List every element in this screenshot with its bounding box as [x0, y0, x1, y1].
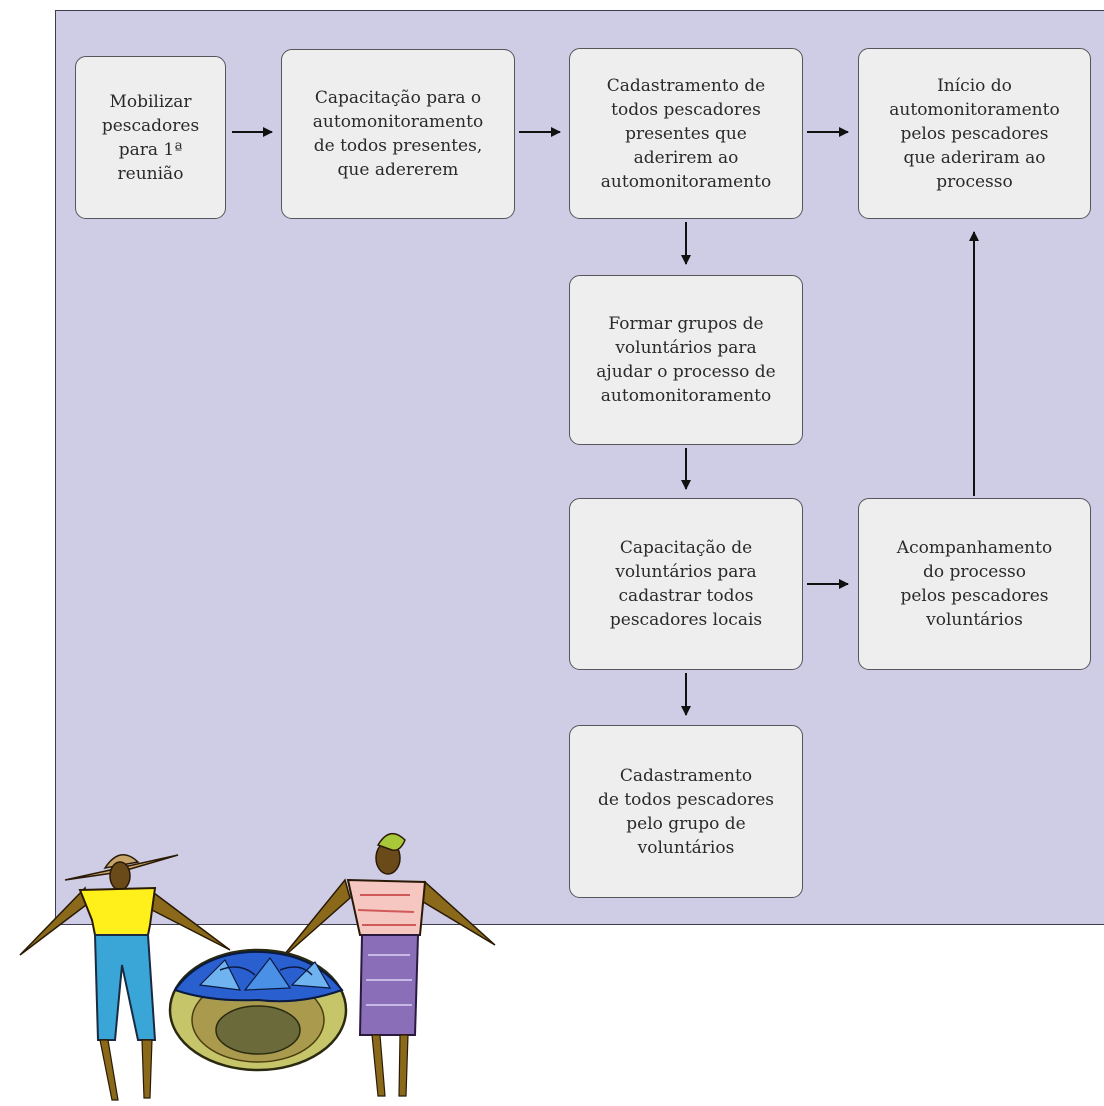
step-cadastramento-presentes: Cadastramento de todos pescadores presen…	[569, 48, 803, 219]
step-capacitacao-automonitoramento: Capacitação para o automonitoramento de …	[281, 49, 515, 219]
step-cadastramento-grupo: Cadastramento de todos pescadores pelo g…	[569, 725, 803, 898]
step-acompanhamento: Acompanhamento do processo pelos pescado…	[858, 498, 1091, 670]
fisherman-figure	[19, 854, 231, 1101]
fish-basket	[168, 948, 348, 1072]
step-mobilizar: Mobilizar pescadores para 1ª reunião	[75, 56, 226, 219]
step-inicio-automonitoramento: Início do automonitoramento pelos pescad…	[858, 48, 1091, 219]
step-capacitacao-voluntarios: Capacitação de voluntários para cadastra…	[569, 498, 803, 670]
fisherwoman-figure	[279, 832, 496, 1097]
step-formar-grupos: Formar grupos de voluntários para ajudar…	[569, 275, 803, 445]
